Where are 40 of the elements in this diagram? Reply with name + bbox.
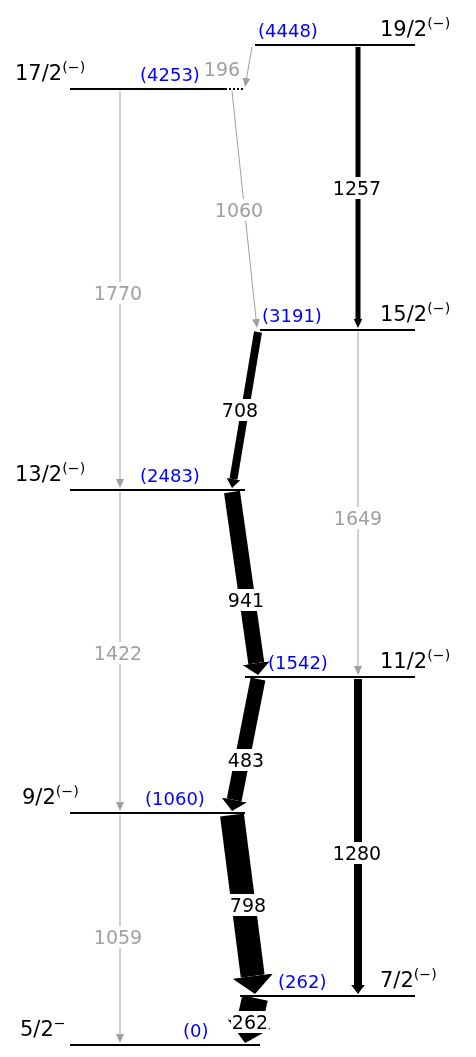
spin-label: 17/2$^{(−)}$ bbox=[15, 60, 86, 86]
energy-label: (1542) bbox=[268, 651, 328, 675]
transition-energy-label: 1060 bbox=[213, 199, 265, 221]
energy-label: (1060) bbox=[145, 787, 205, 811]
transition-energy-label: 1649 bbox=[332, 507, 384, 529]
spin-label: 13/2$^{(−)}$ bbox=[15, 461, 86, 487]
transition-energy-label: 262 bbox=[230, 1011, 270, 1033]
transition-arrow bbox=[354, 331, 362, 675]
energy-label: (262) bbox=[278, 970, 327, 994]
spin-label: 9/2$^{(−)}$ bbox=[22, 784, 79, 810]
transition-arrow bbox=[116, 90, 124, 488]
transition-arrow bbox=[221, 677, 266, 811]
transition-energy-label: 798 bbox=[228, 894, 268, 916]
spin-label: 15/2$^{(−)}$ bbox=[380, 301, 451, 327]
transition-energy-label: 1059 bbox=[92, 926, 144, 948]
spin-label: 5/2$^{−}$ bbox=[20, 1016, 66, 1042]
energy-label: (0) bbox=[183, 1019, 209, 1043]
transition-arrow bbox=[224, 490, 270, 675]
transition-arrow bbox=[220, 813, 273, 994]
transition-energy-label: 1280 bbox=[331, 842, 383, 864]
transition-energy-label: 1770 bbox=[92, 282, 144, 304]
transition-arrow bbox=[227, 995, 271, 1043]
transition-arrow bbox=[116, 814, 124, 1043]
energy-label: (2483) bbox=[140, 464, 200, 488]
energy-label: (4448) bbox=[258, 19, 318, 43]
transition-arrow bbox=[116, 491, 124, 811]
transition-arrow bbox=[242, 46, 253, 87]
transition-energy-label: 708 bbox=[220, 399, 260, 421]
spin-label: 7/2$^{(−)}$ bbox=[380, 967, 437, 993]
transition-arrow bbox=[226, 331, 262, 488]
spin-label: 19/2$^{(−)}$ bbox=[380, 16, 451, 42]
transition-energy-label: 941 bbox=[226, 589, 266, 611]
transition-arrow bbox=[353, 47, 363, 328]
transition-energy-label: 1422 bbox=[92, 642, 144, 664]
transition-energy-label: 483 bbox=[226, 749, 266, 771]
energy-label: (4253) bbox=[140, 63, 200, 87]
energy-label: (3191) bbox=[262, 304, 322, 328]
transition-energy-label: 1257 bbox=[331, 177, 383, 199]
spin-label: 11/2$^{(−)}$ bbox=[380, 648, 451, 674]
transition-arrow bbox=[231, 90, 261, 328]
